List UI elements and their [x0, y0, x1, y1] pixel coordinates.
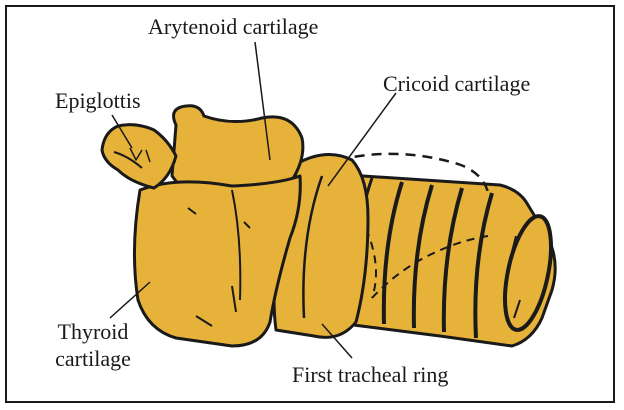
arytenoid-cartilage-label: Arytenoid cartilage	[148, 13, 318, 40]
thyroid-cartilage-label: Thyroid cartilage	[30, 318, 156, 372]
first-tracheal-ring-label: First tracheal ring	[292, 361, 448, 388]
epiglottis	[102, 125, 176, 188]
epiglottis-label: Epiglottis	[55, 87, 141, 114]
thyroid-label-line2: cartilage	[30, 345, 156, 372]
thyroid-label-line1: Thyroid	[30, 318, 156, 345]
cricoid-cartilage-label: Cricoid cartilage	[383, 70, 530, 97]
